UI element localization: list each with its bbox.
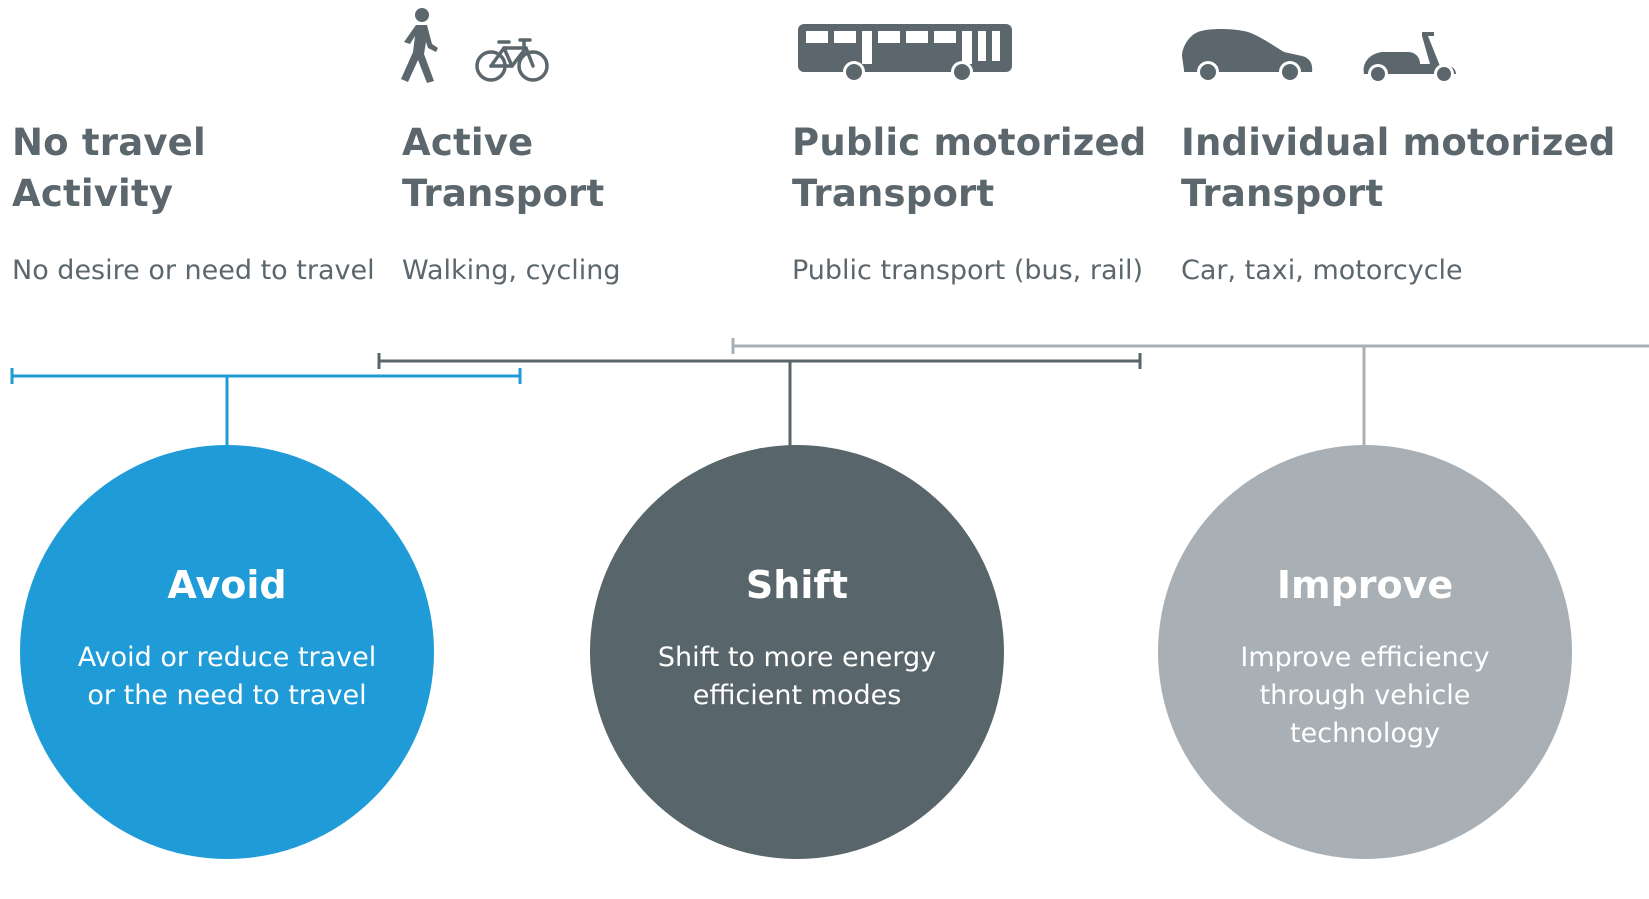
category-title-line: Active xyxy=(402,121,534,164)
improve-circle: Improve Improve efficiency through vehic… xyxy=(1158,445,1572,859)
category-title-public: Public motorized Transport xyxy=(792,117,1146,219)
category-title-individual: Individual motorized Transport xyxy=(1181,117,1616,219)
category-title-line: Public motorized xyxy=(792,121,1147,164)
category-title-line: No travel xyxy=(12,121,206,164)
category-title-active: Active Transport xyxy=(402,117,604,219)
category-description-no-travel: No desire or need to travel xyxy=(12,255,375,286)
shift-circle: Shift Shift to more energy efficient mod… xyxy=(590,445,1004,859)
category-title-line: Transport xyxy=(1181,172,1384,215)
strategy-title-shift: Shift xyxy=(745,563,849,607)
improve-bracket xyxy=(731,338,1649,446)
strategy-title-improve: Improve xyxy=(1276,563,1454,607)
category-title-no-travel: No travel Activity xyxy=(12,117,206,219)
strategy-description-improve: Improve efficiency through vehicle techn… xyxy=(1240,642,1490,749)
bus-icon xyxy=(798,24,1012,83)
car-icon xyxy=(1182,29,1313,83)
strategy-description-avoid: Avoid or reduce travel or the need to tr… xyxy=(77,642,377,711)
shift-bracket xyxy=(377,353,1142,446)
bicycle-icon xyxy=(475,38,549,82)
strategy-title-avoid: Avoid xyxy=(167,563,287,607)
category-title-line: Transport xyxy=(402,172,605,215)
category-description-individual: Car, taxi, motorcycle xyxy=(1181,255,1463,286)
category-description-public: Public transport (bus, rail) xyxy=(792,255,1144,286)
category-title-line: Activity xyxy=(12,172,174,215)
category-title-line: Transport xyxy=(792,172,995,215)
scooter-icon xyxy=(1363,32,1456,84)
avoid-circle: Avoid Avoid or reduce travel or the need… xyxy=(20,445,434,859)
category-description-active: Walking, cycling xyxy=(402,255,621,286)
walking-person-icon xyxy=(401,8,438,83)
avoid-bracket xyxy=(10,368,522,446)
category-title-line: Individual motorized xyxy=(1181,121,1616,164)
strategy-description-shift: Shift to more energy efficient modes xyxy=(657,642,937,711)
bracket-connectors xyxy=(10,338,1649,446)
